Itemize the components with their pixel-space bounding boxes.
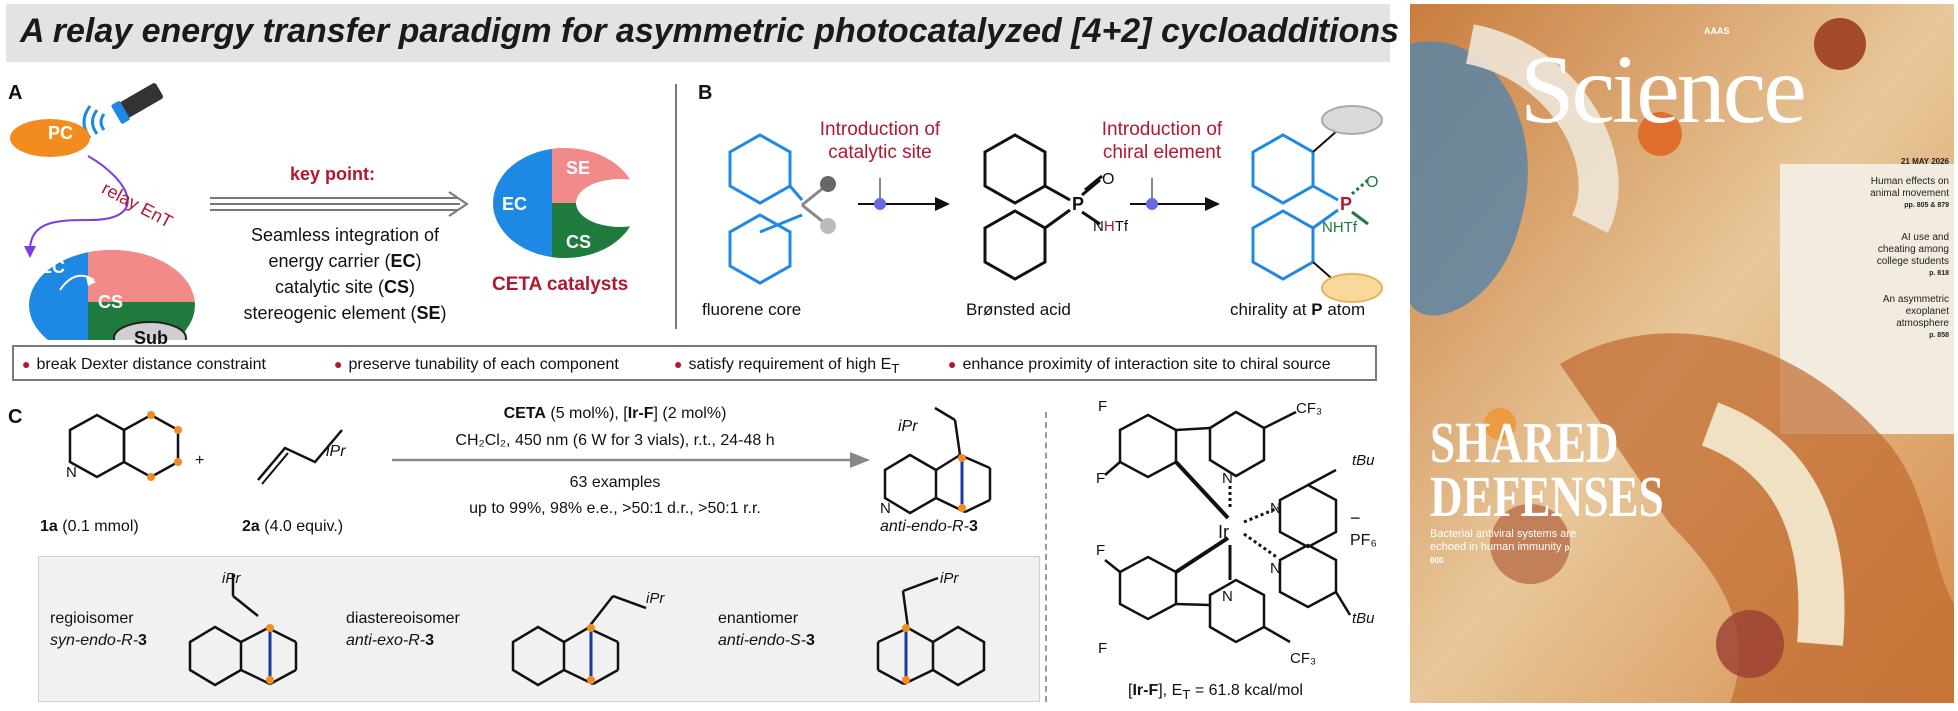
atom-p-label: P	[1072, 194, 1085, 214]
irf-cf3-label: CF₃	[1296, 400, 1323, 417]
light-wave-icon	[99, 113, 106, 131]
cover-date: 21 MAY 2026	[1900, 157, 1949, 166]
irf-n-label: N	[1222, 470, 1233, 487]
cover-blurb-2: AI use and cheating among college studen…	[1876, 232, 1949, 277]
panel-divider	[675, 84, 677, 329]
chiral-nhtf-label: NHTf	[1322, 219, 1357, 236]
panel-c-reaction	[68, 406, 992, 515]
irf-caption: [Ir-F], ET = 61.8 kcal/mol	[1128, 682, 1303, 703]
irf-f-label: F	[1098, 640, 1108, 657]
irf-minus-label: −	[1350, 508, 1361, 528]
product-ipr-label: iPr	[898, 418, 918, 435]
irf-ir-label: Ir	[1218, 522, 1229, 542]
cs-label: CS	[98, 292, 124, 312]
ec-label: EC	[40, 257, 66, 277]
fluorene-core-label: fluorene core	[702, 300, 802, 319]
science-cover: AAAS Science 21 MAY 2026 Human effects o…	[1410, 4, 1954, 703]
atom-o-label: O	[1102, 171, 1115, 188]
irf-structure	[1104, 410, 1352, 644]
bronsted-acid-structure	[983, 133, 1103, 281]
conditions-line-4: up to 99%, 98% e.e., >50:1 d.r., >50:1 r…	[469, 500, 761, 517]
panel-c-divider	[1045, 412, 1047, 702]
irf-n-label: N	[1270, 560, 1281, 577]
properties-box: ●break Dexter distance constraint ●prese…	[12, 345, 1377, 381]
cover-deck: Bacterial antiviral systems are echoed i…	[1430, 528, 1577, 565]
irf-f-label: F	[1096, 542, 1106, 559]
quinoline-structure	[68, 413, 180, 479]
conditions-line-1: CETA (5 mol%), [Ir-F] (2 mol%)	[503, 405, 727, 422]
cover-artwork	[1410, 4, 1954, 703]
reagent-2a-label: 2a (4.0 equiv.)	[242, 518, 344, 535]
title-bar	[6, 4, 1390, 62]
ipr-label: iPr	[326, 443, 346, 460]
irf-f-label: F	[1096, 470, 1106, 487]
property-item: ●satisfy requirement of high ET	[674, 356, 900, 377]
irf-f-label: F	[1098, 398, 1108, 415]
sub-label: Sub	[134, 328, 168, 348]
property-item: ●break Dexter distance constraint	[22, 356, 266, 373]
figure-title: A relay energy transfer paradigm for asy…	[20, 12, 1400, 50]
key-point-label: key point:	[290, 164, 376, 184]
cover-masthead: Science	[1520, 36, 1807, 144]
nhtf-label: NHTf	[1093, 218, 1129, 235]
pc-label: PC	[48, 123, 74, 143]
isomer-enantio-ipr: iPr	[940, 570, 959, 587]
product-label: anti-endo-R-3	[880, 518, 978, 535]
chiral-atom-o-label: O	[1366, 174, 1379, 191]
isomer-diastereo-ipr: iPr	[646, 590, 665, 607]
product-n-label: N	[880, 500, 891, 517]
irf-tbu-label: tBu	[1352, 610, 1375, 627]
quinoline-n-label: N	[66, 464, 77, 481]
irf-tbu-label: tBu	[1352, 452, 1375, 469]
plus-sign: +	[195, 452, 205, 469]
irf-pf6-label: PF₆	[1350, 532, 1377, 549]
integration-text: Seamless integration of energy carrier (…	[243, 225, 447, 323]
flashlight-icon	[111, 83, 163, 124]
property-item: ●preserve tunability of each component	[334, 356, 619, 373]
property-item: ●enhance proximity of interaction site t…	[948, 356, 1331, 373]
chiral-atom-p-label: P	[1340, 194, 1353, 214]
fluorene-structure	[728, 133, 804, 285]
isomer-structures	[188, 574, 986, 687]
ceta-catalysts-label: CETA catalysts	[492, 274, 629, 295]
irf-n-label: N	[1270, 500, 1281, 517]
panel-b-scheme	[728, 105, 1383, 303]
conditions-line-2: CH₂Cl₂, 450 nm (6 W for 3 vials), r.t., …	[455, 432, 775, 449]
conditions-line-3: 63 examples	[569, 474, 661, 491]
alkene-structure	[257, 429, 343, 481]
irf-n-label: N	[1222, 588, 1233, 605]
chirality-label: chirality at P atom	[1230, 300, 1366, 319]
isomer-regio-ipr: iPr	[222, 570, 241, 587]
se-label: SE	[135, 220, 160, 240]
ceta-se-label: SE	[566, 158, 591, 178]
bronsted-acid-label: Brønsted acid	[966, 300, 1071, 319]
reagent-1a-label: 1a (0.1 mmol)	[40, 518, 139, 535]
irf-cf3-label: CF₃	[1290, 650, 1317, 667]
panel-b-letter: B	[698, 82, 713, 104]
ceta-catalyst-diagram	[493, 148, 640, 258]
panel-a-scheme	[10, 83, 195, 340]
panel-a-letter: A	[8, 82, 23, 104]
ceta-ec-label: EC	[502, 194, 528, 214]
catalyst-diagram	[29, 250, 195, 340]
pc-ellipse	[10, 119, 90, 157]
key-point-arrow	[210, 191, 469, 217]
cover-aaas: AAAS	[1704, 26, 1730, 36]
ceta-cs-label: CS	[566, 232, 592, 252]
chiral-acid-structure	[1251, 133, 1339, 281]
panel-c-letter: C	[8, 406, 23, 428]
